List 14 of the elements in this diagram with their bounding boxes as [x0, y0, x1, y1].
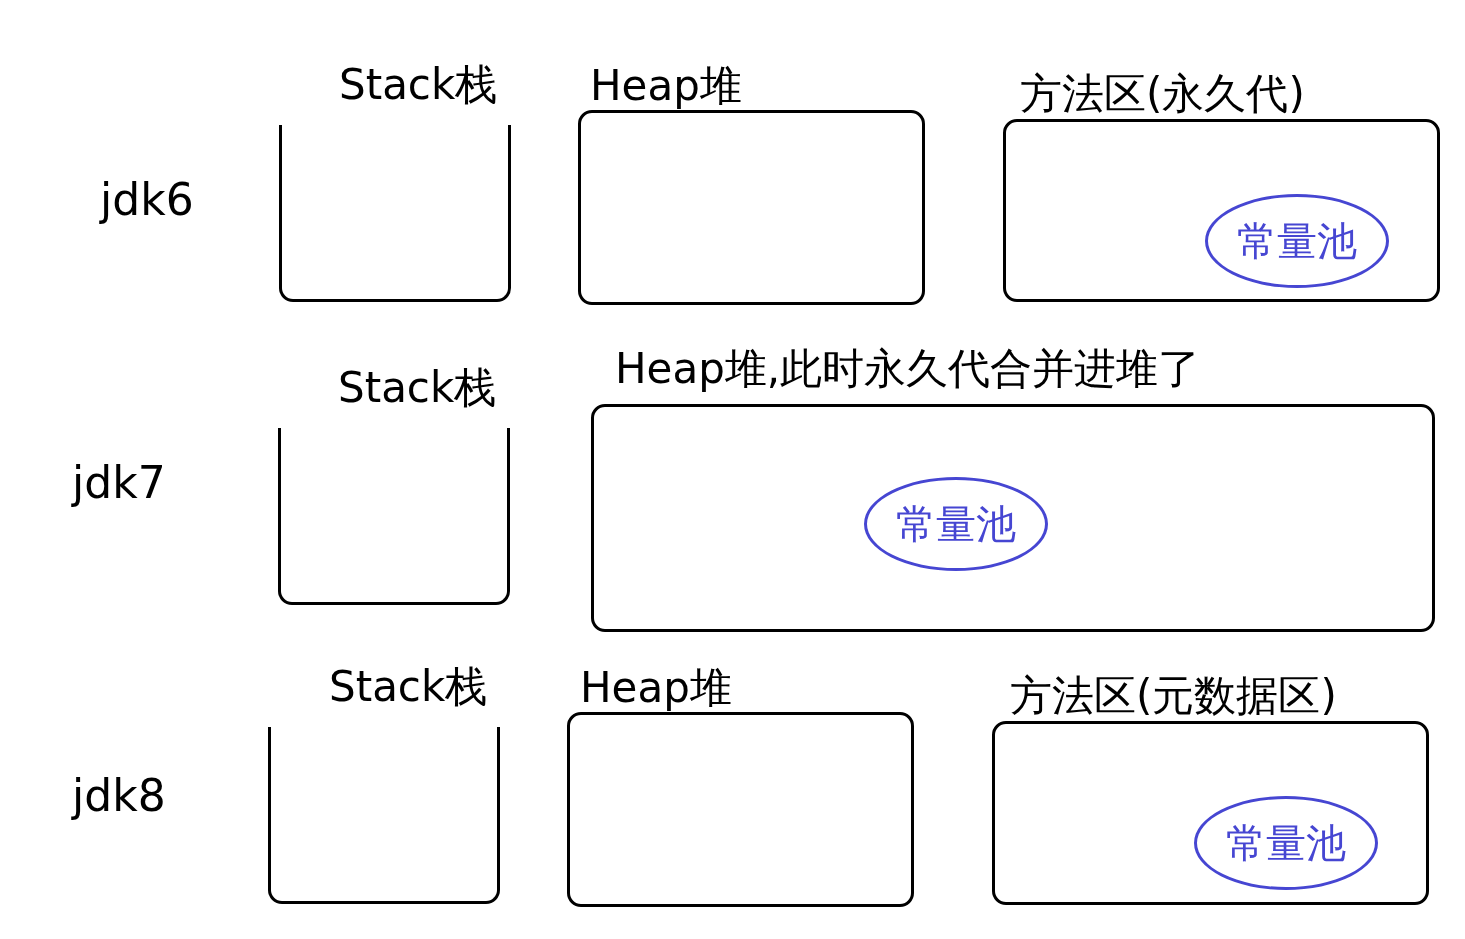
box-heading: Heap堆: [580, 663, 732, 713]
box-heading: 方法区(永久代): [1020, 69, 1305, 119]
pool-ellipse: 常量池: [1205, 194, 1389, 288]
pool-ellipse: 常量池: [864, 477, 1048, 571]
box-heading: 方法区(元数据区): [1010, 671, 1337, 721]
pool-ellipse: 常量池: [1194, 796, 1378, 890]
box-heading: Stack栈: [338, 363, 497, 413]
box-heading: Heap堆,此时永久代合并进堆了: [615, 344, 1201, 394]
version-label: jdk7: [72, 458, 166, 508]
version-label: jdk8: [72, 771, 166, 821]
box-heading: Heap堆: [590, 61, 742, 111]
box-heading: Stack栈: [329, 662, 488, 712]
box-heading: Stack栈: [339, 60, 498, 110]
version-label: jdk6: [100, 175, 194, 225]
